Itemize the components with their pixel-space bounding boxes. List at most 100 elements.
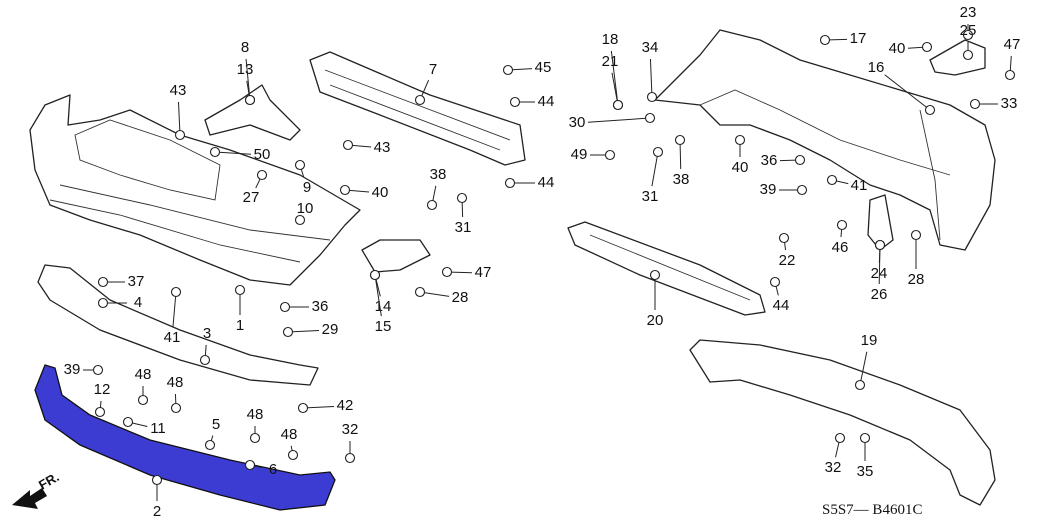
callout-43[interactable]: 31 [642, 146, 664, 205]
part-number-label: 36 [312, 298, 329, 315]
callout-56[interactable]: 46 [832, 219, 849, 256]
callout-3[interactable]: 7 [414, 61, 438, 106]
callout-50[interactable]: 47 [1004, 36, 1021, 81]
fastener-icon [122, 416, 134, 428]
callout-48[interactable]: 23 [960, 4, 977, 41]
part-number-label: 44 [538, 174, 555, 191]
callout-53[interactable]: 36 [761, 152, 806, 169]
callout-55[interactable]: 41 [826, 174, 868, 194]
callout-18[interactable]: 15 [369, 269, 392, 335]
callout-29[interactable]: 48 [167, 374, 184, 414]
callout-24[interactable]: 29 [282, 321, 339, 338]
callout-14[interactable]: 44 [504, 174, 555, 191]
callout-9[interactable]: 27 [243, 169, 268, 206]
callout-33[interactable]: 48 [247, 406, 264, 444]
callout-65[interactable]: 35 [857, 432, 874, 480]
callout-16[interactable]: 28 [414, 286, 469, 306]
callout-13[interactable]: 31 [455, 192, 472, 236]
callout-35[interactable]: 32 [342, 421, 359, 464]
callout-36[interactable]: 6 [244, 459, 278, 478]
part-number-label: 46 [832, 239, 849, 256]
callout-31[interactable]: 42 [297, 397, 354, 414]
callout-39[interactable]: 21 [602, 53, 624, 111]
front-bumper-face[interactable] [29, 94, 361, 286]
callout-12[interactable]: 38 [426, 166, 447, 211]
callout-61[interactable]: 26 [871, 239, 888, 303]
callout-27[interactable]: 12 [94, 381, 111, 418]
callout-47[interactable]: 40 [889, 40, 933, 57]
part-number-label: 40 [889, 40, 906, 57]
callout-22[interactable]: 1 [234, 284, 246, 334]
leader-line [651, 151, 659, 187]
front-bracket-8[interactable] [204, 84, 301, 141]
rear-reinforcement-beam[interactable] [567, 221, 766, 316]
callout-64[interactable]: 32 [825, 432, 846, 476]
front-reinforcement-beam[interactable] [309, 51, 526, 166]
callout-62[interactable]: 28 [908, 229, 925, 288]
callout-57[interactable]: 22 [779, 232, 796, 269]
rear-bumper-face[interactable] [654, 29, 996, 251]
callout-63[interactable]: 19 [854, 332, 878, 391]
fastener-icon [282, 326, 294, 338]
part-number-label: 15 [375, 318, 392, 335]
fastener-icon [369, 269, 381, 281]
callout-49[interactable]: 25 [960, 22, 977, 61]
front-bracket-14[interactable] [361, 239, 431, 273]
part-number-label: 48 [167, 374, 184, 391]
callout-8[interactable]: 9 [294, 159, 312, 196]
callout-26[interactable]: 39 [64, 361, 104, 378]
callout-34[interactable]: 48 [281, 426, 299, 461]
callout-58[interactable]: 44 [769, 276, 790, 314]
beam-detail [324, 69, 511, 151]
callout-37[interactable]: 2 [151, 474, 163, 520]
callout-38[interactable]: 18 [602, 31, 624, 111]
callout-40[interactable]: 34 [642, 39, 659, 103]
callout-46[interactable]: 17 [819, 30, 867, 47]
callout-52[interactable]: 33 [969, 95, 1018, 112]
callout-10[interactable]: 10 [294, 200, 314, 226]
callout-2[interactable]: 43 [170, 82, 187, 141]
callout-19[interactable]: 37 [97, 273, 145, 290]
part-number-label: 32 [342, 421, 359, 438]
callout-20[interactable]: 4 [97, 294, 143, 311]
callout-23[interactable]: 36 [279, 298, 329, 315]
rear-bracket-23[interactable] [929, 39, 986, 76]
part-number-label: 33 [1001, 95, 1018, 112]
callout-54[interactable]: 39 [760, 181, 808, 198]
callout-7[interactable]: 50 [209, 146, 271, 163]
part-number-label: 14 [375, 298, 392, 315]
callout-4[interactable]: 45 [502, 59, 552, 76]
front-spoiler-highlighted[interactable] [34, 364, 336, 511]
part-number-label: 3 [203, 325, 211, 342]
rear-lower-diffuser[interactable] [689, 339, 996, 506]
front-lower-trim[interactable] [37, 264, 319, 386]
callout-15[interactable]: 47 [441, 264, 492, 281]
fastener-icon [97, 297, 109, 309]
fastener-icon [504, 177, 516, 189]
leader-line [649, 58, 653, 98]
part-number-label: 40 [732, 159, 749, 176]
callout-28[interactable]: 48 [135, 366, 152, 406]
leader-line [884, 74, 931, 111]
callout-30[interactable]: 11 [122, 416, 166, 437]
callout-45[interactable]: 40 [732, 134, 749, 176]
callout-41[interactable]: 30 [569, 112, 656, 131]
callout-32[interactable]: 5 [204, 416, 221, 451]
arrow-icon [12, 488, 47, 509]
callout-1[interactable]: 13 [237, 61, 256, 106]
rear-bracket-24[interactable] [867, 194, 894, 251]
fastener-icon [441, 266, 453, 278]
callout-11[interactable]: 40 [339, 184, 389, 201]
callout-6[interactable]: 43 [342, 139, 391, 156]
callout-21[interactable]: 41 [164, 286, 182, 346]
fastener-icon [910, 229, 922, 241]
fastener-icon [604, 149, 616, 161]
callout-51[interactable]: 16 [868, 59, 936, 116]
callout-25[interactable]: 3 [199, 325, 212, 366]
part-number-label: 38 [430, 166, 447, 183]
callout-5[interactable]: 44 [509, 93, 555, 110]
callout-44[interactable]: 38 [673, 134, 690, 188]
callout-42[interactable]: 49 [571, 146, 616, 163]
callout-59[interactable]: 20 [647, 269, 664, 329]
